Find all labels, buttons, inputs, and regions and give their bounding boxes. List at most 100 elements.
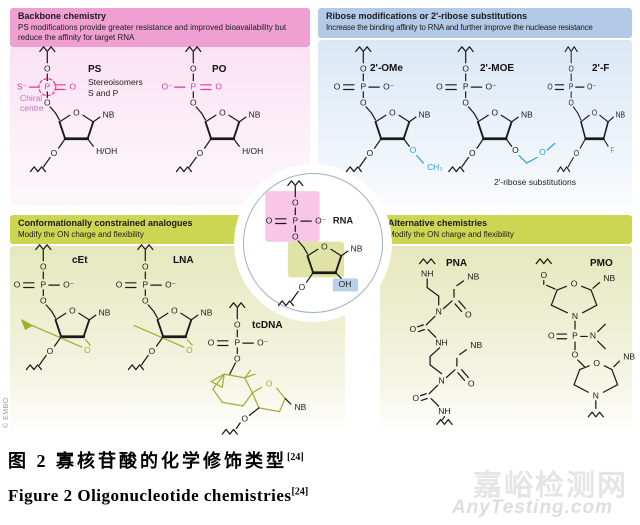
atom-o-minus: O⁻ [383, 81, 394, 91]
atom-p: P [234, 337, 240, 347]
ribose-footnote: 2'-ribose substitutions [494, 177, 576, 187]
nucleobase-label: NB [295, 402, 307, 412]
atom-o: O [40, 295, 47, 305]
atom-p: P [142, 279, 148, 289]
atom-o: O [190, 64, 197, 74]
atom-o: O [569, 98, 574, 108]
atom-o: O [40, 262, 47, 272]
atom-n: N [593, 390, 599, 400]
atom-oh: OH [339, 279, 352, 289]
atom-o: O [334, 81, 341, 91]
atom-o: O [462, 64, 469, 74]
atom-p: P [569, 82, 574, 92]
atom-ring-o: O [73, 108, 80, 118]
nucleobase-label: NB [103, 110, 115, 120]
atom-ring-o: O [389, 108, 396, 118]
atom-o: O [360, 97, 367, 107]
atom-o: O [547, 82, 552, 92]
atom-o: O [465, 310, 472, 320]
ps-label: PS [88, 64, 102, 75]
embo-credit: © EMBO [3, 397, 10, 428]
atom-o: O [149, 346, 156, 356]
atom-ring-o: O [592, 108, 597, 118]
atom-bridge-o: O [84, 345, 91, 355]
atom-o: O [47, 346, 54, 356]
atom-o: O [462, 97, 469, 107]
caption-ref: [24] [291, 486, 309, 498]
atom-2prime-o: O [410, 145, 417, 155]
atom-o: O [360, 64, 367, 74]
atom-n: N [590, 331, 596, 341]
atom-ring-o: O [266, 379, 273, 389]
sugar-highlight [287, 241, 345, 278]
watermark-site-url: AnyTesting.com [451, 497, 613, 518]
atom-p: P [360, 81, 366, 91]
panel-desc: PS modifications provide greater resista… [18, 22, 287, 43]
atom-o: O [412, 393, 419, 403]
panel-desc: Modify the ON charge and flexibility [388, 229, 514, 239]
atom-nh: NH [435, 337, 447, 347]
tcdna-label: tcDNA [252, 320, 283, 331]
f-bonds [554, 46, 614, 173]
nucleobase-label: NB [623, 351, 635, 361]
pna-label: PNA [446, 258, 468, 269]
po-structure: O O⁻ P O O O NB H/OH O [162, 46, 263, 173]
nucleobase-label: NB [470, 340, 482, 350]
atom-o: O [548, 331, 555, 341]
moe-bonds [445, 46, 556, 173]
atom-o: O [44, 97, 51, 107]
nucleobase-label: NB [467, 271, 479, 281]
atom-ring-o: O [321, 242, 328, 252]
panel-title: Conformationally constrained analogues [18, 218, 193, 228]
watermark-site-name: 嘉峪检测网 [472, 470, 628, 502]
atom-p: P [572, 331, 578, 341]
atom-ring-o: O [571, 279, 578, 289]
atom-o: O [142, 295, 149, 305]
atom-o-minus: O⁻ [485, 81, 496, 91]
nucleobase-label: NB [99, 308, 111, 318]
chiral-centre-annotation: Chiral centre [20, 93, 44, 114]
atom-n: N [572, 311, 578, 321]
atom-o-minus: O⁻ [165, 279, 176, 289]
moe-structure: O O P O⁻ O O NB O O O [436, 46, 556, 173]
atom-s-minus: S⁻ [17, 81, 27, 91]
lna-label: LNA [173, 255, 194, 266]
atom-nh: NH [438, 406, 450, 416]
atom-o: O [299, 282, 306, 292]
atom-o: O [266, 215, 273, 225]
po-bonds [173, 46, 247, 173]
atom-o: O [14, 279, 21, 289]
pmo-bonds [535, 258, 621, 418]
panel-header-ribose: Ribose modifications or 2'-ribose substi… [318, 8, 632, 38]
panel-header-alternative: Alternative chemistries Modify the ON ch… [380, 215, 632, 244]
atom-2prime-o: O [512, 145, 519, 155]
cet-label: cEt [72, 255, 88, 266]
atom-p: P [292, 215, 298, 225]
pmo-label: PMO [590, 258, 613, 269]
atom-fluorine: F [610, 145, 614, 155]
pna-structure: NH N O NB O NH N O NB O NH [410, 258, 482, 425]
ome-structure: O O P O⁻ O O NB O CH₃ O [334, 46, 443, 173]
atom-methyl: CH₃ [427, 162, 443, 172]
nucleobase-label: NB [616, 110, 625, 120]
atom-p: P [190, 81, 196, 91]
panel-title: Ribose modifications or 2'-ribose substi… [326, 11, 528, 21]
atom-o: O [468, 378, 475, 388]
atom-o: O [242, 413, 249, 423]
phosphate-highlight [265, 191, 320, 242]
moe-label: 2'-MOE [480, 63, 515, 74]
panel-desc: Increase the binding affinity to RNA and… [326, 22, 593, 32]
ps-bonds [28, 46, 101, 173]
atom-o: O [540, 270, 547, 280]
atom-ring-o: O [171, 306, 178, 316]
panel-body-ribose [318, 40, 632, 205]
atom-ring-o: O [491, 108, 498, 118]
atom-o: O [234, 353, 241, 363]
panel-title: Backbone chemistry [18, 11, 107, 21]
ome-label: 2'-OMe [370, 63, 403, 74]
ome-bonds [342, 46, 424, 173]
atom-o: O [469, 148, 476, 158]
atom-p: P [44, 81, 50, 91]
atom-o: O [234, 320, 241, 330]
